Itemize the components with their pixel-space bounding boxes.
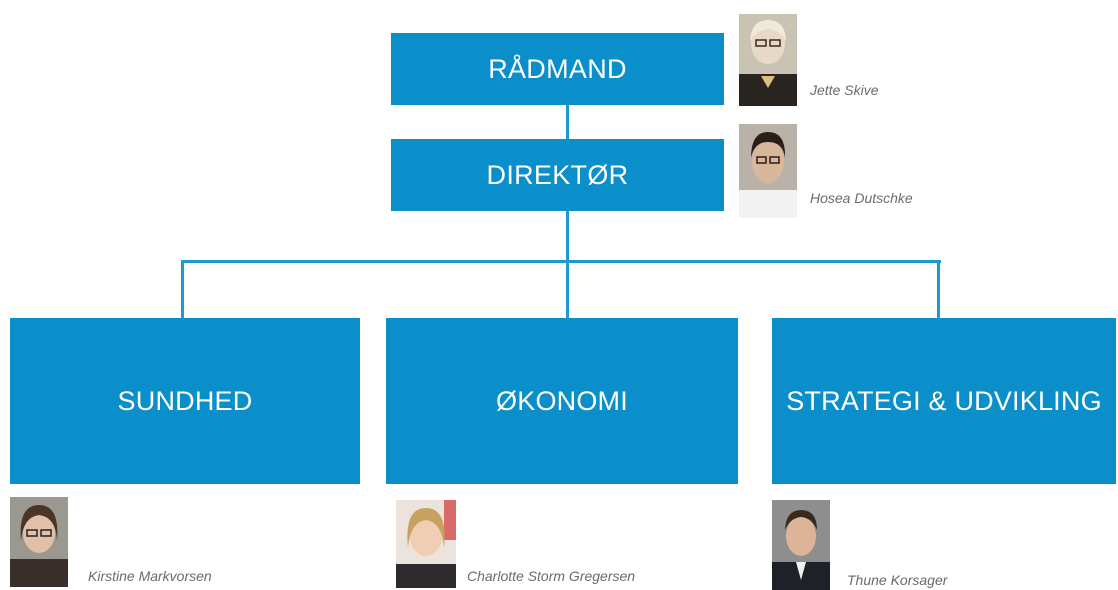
direktor-portrait bbox=[739, 124, 797, 218]
direktor-box: DIREKTØR bbox=[391, 139, 724, 211]
okonomi-person-name: Charlotte Storm Gregersen bbox=[467, 568, 636, 584]
strategi-box: STRATEGI & UDVIKLING bbox=[772, 318, 1116, 484]
okonomi-box: ØKONOMI bbox=[386, 318, 738, 484]
strategi-portrait bbox=[772, 500, 830, 590]
sundhed-person-name: Kirstine Markvorsen bbox=[88, 568, 212, 584]
direktor-label: DIREKTØR bbox=[486, 159, 629, 190]
radmand-portrait bbox=[739, 14, 797, 106]
person-portrait-icon bbox=[10, 497, 68, 587]
person-portrait-icon bbox=[396, 500, 456, 588]
okonomi-label: ØKONOMI bbox=[496, 385, 628, 416]
sundhed-label: SUNDHED bbox=[117, 385, 253, 416]
direktor-person-name: Hosea Dutschke bbox=[810, 190, 913, 206]
strategi-person-name: Thune Korsager bbox=[847, 572, 948, 588]
sundhed-box: SUNDHED bbox=[10, 318, 360, 484]
person-portrait-icon bbox=[739, 124, 797, 218]
connector-bus-okonomi bbox=[566, 260, 569, 320]
connector-bus-sundhed bbox=[181, 260, 184, 320]
person-portrait-icon bbox=[739, 14, 797, 106]
strategi-label: STRATEGI & UDVIKLING bbox=[786, 385, 1102, 416]
connector-horizontal-bus bbox=[181, 260, 941, 263]
connector-radmand-direktor bbox=[566, 104, 569, 142]
radmand-label: RÅDMAND bbox=[488, 53, 627, 84]
sundhed-portrait bbox=[10, 497, 68, 587]
okonomi-portrait bbox=[396, 500, 456, 588]
connector-bus-strategi bbox=[937, 260, 940, 320]
person-portrait-icon bbox=[772, 500, 830, 590]
radmand-person-name: Jette Skive bbox=[810, 82, 879, 98]
connector-direktor-bus bbox=[566, 210, 569, 262]
radmand-box: RÅDMAND bbox=[391, 33, 724, 105]
